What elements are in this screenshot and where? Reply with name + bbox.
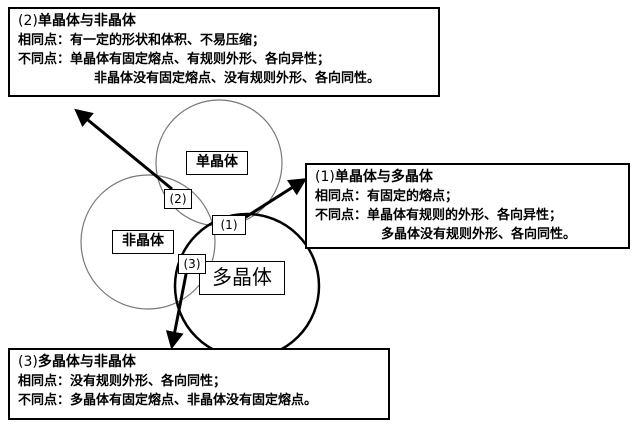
box2-difference-2: 非晶体没有固定熔点、没有规则外形、各向同性。 [94, 71, 381, 86]
box3-similarity: 相同点：没有规则外形、各向同性； [18, 374, 227, 389]
arrow-to-box1 [237, 178, 308, 224]
marker-1: (1) [212, 215, 246, 235]
box2-title: (2)单晶体与非晶体 [18, 13, 136, 29]
arrow-to-box3 [165, 263, 190, 350]
box2-difference-1: 不同点：单晶体有固定熔点、有规则外形、各向异性； [18, 52, 331, 67]
single-crystal-label: 单晶体 [186, 151, 248, 175]
comparison-box-poly-vs-amorphous: (3)多晶体与非晶体 相同点：没有规则外形、各向同性； 不同点：多晶体有固定熔点… [8, 348, 390, 420]
arrow-to-box2 [74, 108, 173, 191]
polycrystal-label: 多晶体 [199, 261, 285, 295]
comparison-box-single-vs-amorphous: (2)单晶体与非晶体 相同点：有一定的形状和体积、不易压缩； 不同点：单晶体有固… [8, 7, 440, 97]
amorphous-label: 非晶体 [112, 230, 174, 254]
marker-3: (3) [178, 254, 206, 274]
marker-2: (2) [164, 189, 192, 209]
comparison-box-single-vs-poly: (1)单晶体与多晶体 相同点：有固定的熔点； 不同点：单晶体有规则的外形、各向异… [305, 163, 630, 249]
box3-title: (3)多晶体与非晶体 [18, 354, 136, 370]
box3-difference: 不同点：多晶体有固定熔点、非晶体没有固定熔点。 [18, 393, 318, 408]
box1-difference-1: 不同点：单晶体有规则的外形、各向异性； [315, 208, 563, 223]
box1-difference-2: 多晶体没有规则外形、各向同性。 [381, 227, 577, 242]
box1-similarity: 相同点：有固定的熔点； [315, 189, 459, 204]
amorphous-circle [80, 174, 216, 310]
box2-similarity: 相同点：有一定的形状和体积、不易压缩； [18, 33, 266, 48]
box1-title: (1)单晶体与多晶体 [315, 169, 433, 185]
